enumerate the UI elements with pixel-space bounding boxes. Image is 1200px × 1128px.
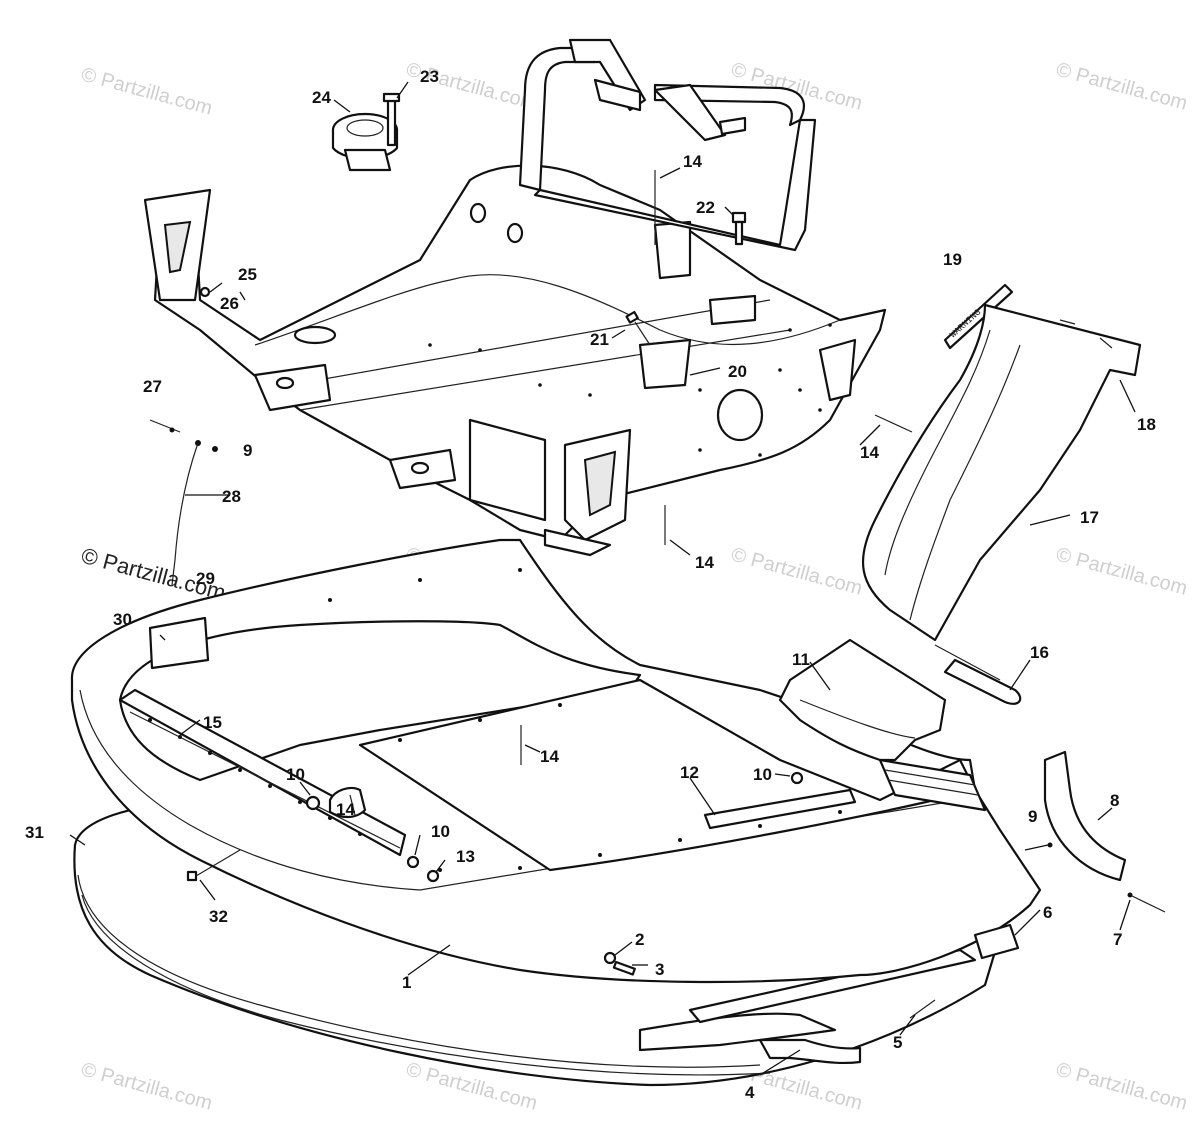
callout-8: 8 [1110, 791, 1119, 810]
watermark: © Partzilla.com [1054, 1059, 1190, 1115]
callout-14: 14 [540, 747, 559, 766]
callout-25: 25 [238, 265, 257, 284]
callout-17: 17 [1080, 508, 1099, 527]
callout-22: 22 [696, 198, 715, 217]
part-6 [973, 923, 1020, 960]
watermark: © Partzilla.com [729, 544, 865, 600]
callout-labels: 1 2 3 4 5 6 7 8 9 9 10 10 10 11 12 13 14… [25, 67, 1156, 1102]
callout-10: 10 [753, 765, 772, 784]
callout-12: 12 [680, 763, 699, 782]
callout-30: 30 [113, 610, 132, 629]
callout-20: 20 [728, 362, 747, 381]
callout-3: 3 [655, 960, 664, 979]
callout-28: 28 [222, 487, 241, 506]
callout-14: 14 [695, 553, 714, 572]
callout-14: 14 [336, 800, 355, 819]
watermark: © Partzilla.com [1054, 59, 1190, 115]
bracket-8 [1043, 750, 1127, 882]
callout-14: 14 [683, 152, 702, 171]
callout-18: 18 [1137, 415, 1156, 434]
callout-24: 24 [312, 88, 331, 107]
callout-19: 19 [943, 250, 962, 269]
callout-9: 9 [243, 441, 252, 460]
callout-16: 16 [1030, 643, 1049, 662]
callout-7: 7 [1113, 930, 1122, 949]
frame-rivets [428, 323, 832, 457]
hardware [149, 170, 1166, 1019]
callout-23: 23 [420, 67, 439, 86]
callout-13: 13 [456, 847, 475, 866]
belly-pan [70, 538, 1042, 984]
rear-grab-handle [518, 38, 817, 252]
callout-10: 10 [431, 822, 450, 841]
callout-31: 31 [25, 823, 44, 842]
callout-21: 21 [590, 330, 609, 349]
callout-9: 9 [1028, 807, 1037, 826]
watermark: © Partzilla.com [1054, 544, 1190, 600]
callout-27: 27 [143, 377, 162, 396]
callout-5: 5 [893, 1033, 902, 1052]
callout-11: 11 [792, 650, 810, 669]
callout-14: 14 [860, 443, 879, 462]
callout-6: 6 [1043, 903, 1052, 922]
callout-32: 32 [209, 907, 228, 926]
gauge-assembly [331, 92, 401, 172]
exhaust-stub [878, 758, 987, 812]
callout-29: 29 [196, 569, 215, 588]
callout-4: 4 [745, 1083, 755, 1102]
callout-26: 26 [220, 294, 239, 313]
bolt-22 [731, 211, 747, 246]
callout-2: 2 [635, 930, 644, 949]
tunnel-frame [143, 164, 887, 557]
watermark: © Partzilla.com [79, 1059, 215, 1115]
heat-shield-11 [778, 638, 947, 762]
leader-lines [69, 81, 1136, 1076]
callout-15: 15 [203, 713, 222, 732]
clip-16 [934, 644, 1022, 705]
watermark: © Partzilla.com [79, 64, 215, 120]
cover-17 [861, 303, 1142, 642]
callout-1: 1 [402, 973, 411, 992]
bolt-21 [625, 310, 651, 346]
callout-10: 10 [286, 765, 305, 784]
